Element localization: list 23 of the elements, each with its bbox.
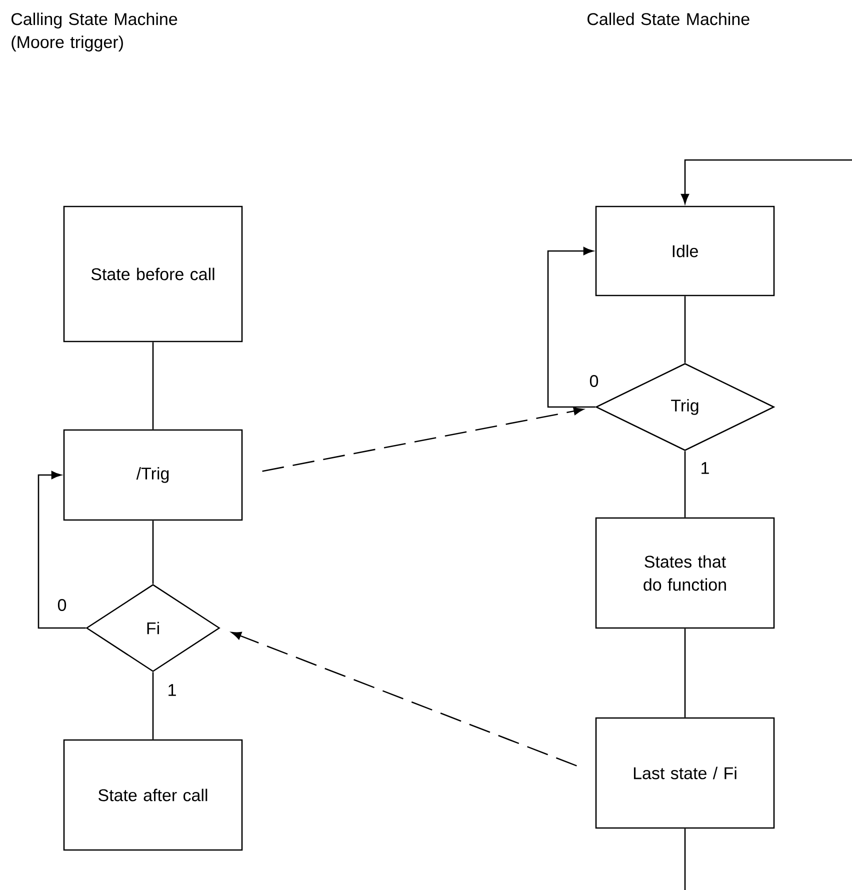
connector [38, 470, 86, 629]
connector [152, 672, 154, 740]
connector [684, 628, 686, 718]
connector [547, 246, 596, 408]
connector [262, 407, 584, 472]
connector [681, 159, 852, 204]
connector [684, 828, 686, 890]
state-box: Last state / Fi [595, 717, 775, 829]
edge-label: 0 [58, 598, 66, 612]
connector [152, 520, 154, 584]
heading: Called State Machine [588, 12, 750, 26]
state-box: State after call [63, 739, 243, 851]
edge-label: 1 [702, 462, 709, 474]
connector [152, 342, 154, 430]
state-box: /Trig [63, 429, 243, 521]
connector [231, 632, 577, 766]
connector [684, 296, 686, 363]
heading: Calling State Machine (Moore trigger) [12, 12, 178, 52]
state-box: States that do function [595, 517, 775, 629]
connector [684, 451, 686, 518]
edge-label: 1 [168, 684, 176, 696]
state-box: State before call [63, 206, 243, 342]
state-box: Idle [595, 206, 775, 296]
